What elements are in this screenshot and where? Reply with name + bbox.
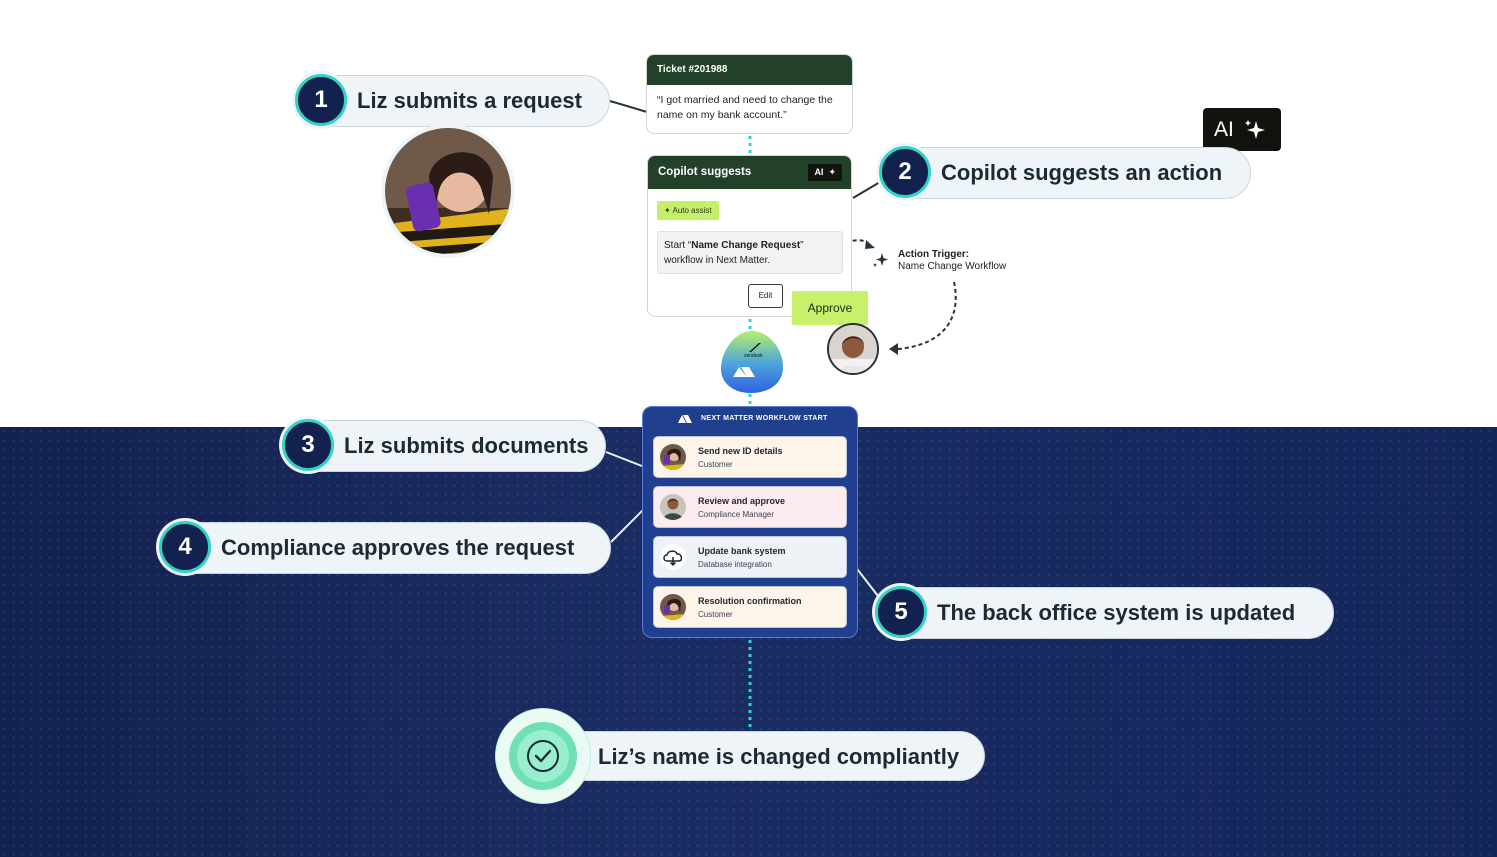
cloud-icon xyxy=(660,544,686,570)
trigger-arrowhead-2 xyxy=(889,343,898,355)
compliance-manager-avatar xyxy=(827,323,879,375)
success-core xyxy=(517,730,569,782)
suggestion-workflow-name: Name Change Request xyxy=(691,240,801,251)
step-2-pill: 2 Copilot suggests an action xyxy=(879,146,1251,199)
sparkle-icon: ✦ xyxy=(825,167,836,177)
step-2-number: 2 xyxy=(879,146,931,198)
trigger-arrowhead-1 xyxy=(865,240,875,249)
step-4-pill: 4 Compliance approves the request xyxy=(159,521,611,574)
step-5-pill: 5 The back office system is updated xyxy=(875,586,1334,639)
assignee-avatar xyxy=(660,594,686,620)
ticket-card: Ticket #201988 “I got married and need t… xyxy=(646,54,853,134)
action-trigger: Action Trigger: Name Change Workflow xyxy=(898,249,1006,273)
assignee-avatar xyxy=(660,494,686,520)
assignee-avatar xyxy=(660,444,686,470)
workflow-step-role: Compliance Manager xyxy=(698,510,775,519)
checkmark-icon xyxy=(527,740,559,772)
callout-line-2 xyxy=(852,181,881,199)
action-trigger-value: Name Change Workflow xyxy=(898,261,1007,272)
liz-avatar xyxy=(381,124,515,258)
step-1-pill: 1 Liz submits a request xyxy=(295,74,610,127)
workflow-step-title: Review and approve xyxy=(698,496,786,506)
step-1-number: 1 xyxy=(295,74,347,126)
workflow-panel: NEXT MATTER WORKFLOW START Send new ID d… xyxy=(642,406,858,638)
sparkle-icon xyxy=(873,253,888,267)
copilot-card: Copilot suggests AI ✦ ✦ Auto assist Star… xyxy=(647,155,852,317)
result-pill: Liz’s name is changed compliantly xyxy=(540,731,985,781)
step-2-label: Copilot suggests an action xyxy=(941,160,1223,185)
suggestion-prefix: Start “ xyxy=(664,240,692,251)
workflow-step-role: Customer xyxy=(698,610,733,619)
workflow-step-title: Update bank system xyxy=(698,546,786,556)
workflow-step-title: Resolution confirmation xyxy=(698,596,802,606)
sparkle-icon: ✦ xyxy=(664,206,673,215)
zendesk-label: zendesk xyxy=(744,353,763,359)
copilot-ai-tag: AI ✦ xyxy=(808,164,842,181)
next-matter-icon xyxy=(678,415,692,423)
sparkle-icon xyxy=(1244,119,1265,139)
auto-assist-label: Auto assist xyxy=(672,206,712,215)
step-5-number: 5 xyxy=(875,586,927,638)
ticket-title: Ticket #201988 xyxy=(647,55,852,85)
copilot-title: Copilot suggests xyxy=(658,166,752,178)
zendesk-logo xyxy=(749,343,761,352)
step-3-number: 3 xyxy=(282,419,334,471)
step-1-label: Liz submits a request xyxy=(357,88,582,113)
step-4-label: Compliance approves the request xyxy=(221,535,575,560)
workflow-header: NEXT MATTER WORKFLOW START xyxy=(701,414,828,422)
ai-badge: AI xyxy=(1203,108,1281,151)
result-label: Liz’s name is changed compliantly xyxy=(598,744,960,769)
workflow-step-role: Database integration xyxy=(698,560,772,569)
action-trigger-title: Action Trigger: xyxy=(898,249,970,260)
copilot-ai-label: AI xyxy=(814,167,824,177)
ai-badge-label: AI xyxy=(1214,117,1234,141)
step-3-label: Liz submits documents xyxy=(344,433,589,458)
next-matter-logo xyxy=(733,367,755,377)
trigger-arrow-2 xyxy=(897,281,957,350)
workflow-step-role: Customer xyxy=(698,460,733,469)
edit-button[interactable]: Edit xyxy=(748,284,783,308)
step-3-pill: 3 Liz submits documents xyxy=(282,419,606,472)
step-4-number: 4 xyxy=(159,521,211,573)
zendesk-next-matter-integration: zendesk xyxy=(719,329,785,395)
callout-line-1 xyxy=(609,100,648,113)
suggestion-box: Start “Name Change Request” workflow in … xyxy=(657,231,843,274)
approve-button[interactable]: Approve xyxy=(792,291,868,325)
ticket-body: “I got married and need to change the na… xyxy=(657,94,833,121)
workflow-step-title: Send new ID details xyxy=(698,446,783,456)
suggestion-suffix: ” workflow in Next Matter. xyxy=(664,240,804,266)
auto-assist-tag[interactable]: ✦ Auto assist xyxy=(657,201,719,220)
step-5-label: The back office system is updated xyxy=(937,600,1296,625)
